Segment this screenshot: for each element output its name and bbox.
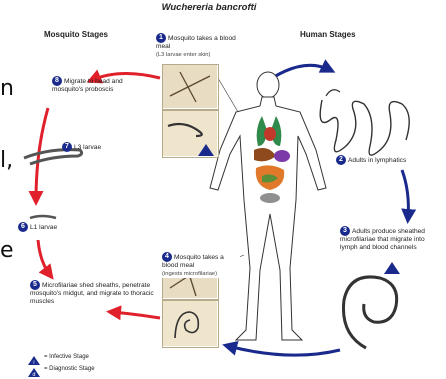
microfilaria-graphic [343, 277, 396, 348]
l1-larva-graphic [30, 216, 56, 218]
red-arrow-bottom [112, 312, 160, 318]
microfilaria-photo-bottom [162, 300, 219, 348]
legend-infective: = Infective Stage [44, 354, 89, 360]
adult-worms-graphic [320, 100, 409, 155]
blue-arrow-bottom [228, 346, 340, 355]
legend-diagnostic: = Diagnostic Stage [44, 366, 95, 372]
diagnostic-stage-marker [384, 262, 400, 274]
mosquito-photo-top [162, 64, 219, 110]
blue-arrow-right [402, 170, 408, 218]
svg-text:i: i [33, 360, 34, 366]
svg-text:d: d [32, 372, 35, 378]
red-arrow-bottom-left [38, 240, 50, 275]
larva-photo-top [162, 110, 219, 158]
human-body-figure [210, 72, 326, 340]
